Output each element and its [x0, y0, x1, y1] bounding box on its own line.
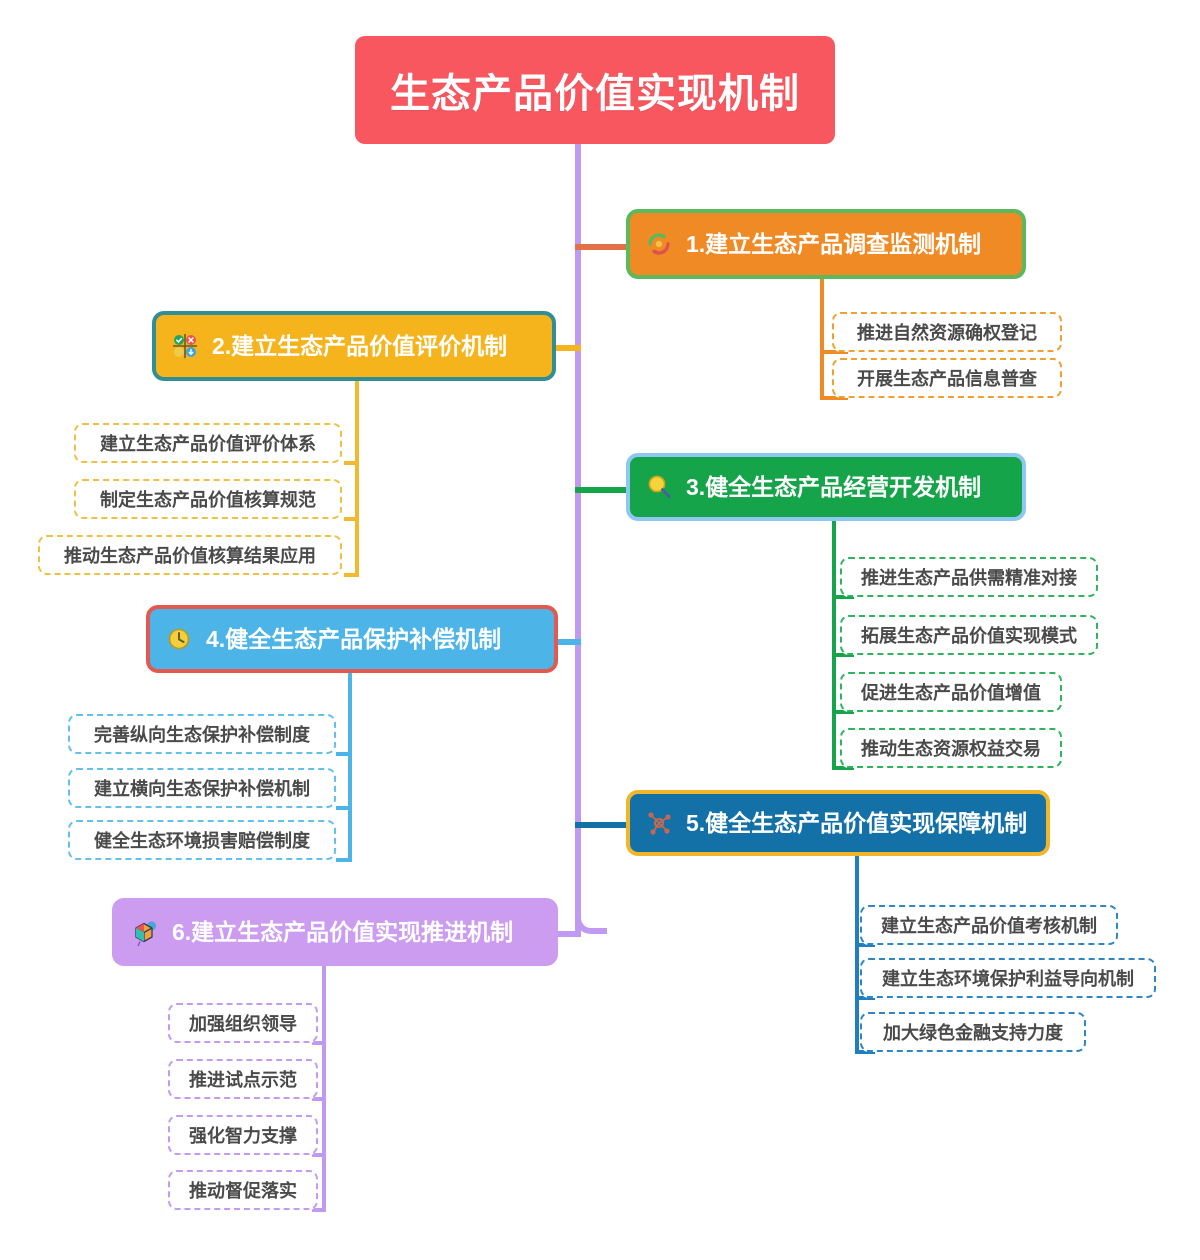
leaf-label: 完善纵向生态保护补偿制度: [94, 725, 310, 745]
leaf-node-b6-c1[interactable]: 加强组织领导: [168, 1003, 318, 1043]
connector-b3-vertical: [832, 518, 836, 768]
connector-b1-child-1: [820, 350, 848, 354]
connector-b1-vertical: [820, 276, 824, 400]
leaf-node-b1-c1[interactable]: 推进自然资源确权登记: [832, 312, 1062, 352]
leaf-node-b2-c2[interactable]: 制定生态产品价值核算规范: [74, 479, 342, 519]
leaf-label: 推进生态产品供需精准对接: [861, 568, 1077, 588]
branch-node-4[interactable]: 4.健全生态产品保护补偿机制: [146, 605, 558, 673]
connector-b6-child-4: [312, 1208, 326, 1212]
leaf-node-b5-c2[interactable]: 建立生态环境保护利益导向机制: [860, 958, 1156, 998]
leaf-node-b6-c4[interactable]: 推动督促落实: [168, 1170, 318, 1210]
connector-b4-child-2: [336, 806, 352, 810]
branch-label-4: 4.健全生态产品保护补偿机制: [206, 625, 502, 652]
spine-foot: [575, 898, 607, 934]
leaf-node-b2-c1[interactable]: 建立生态产品价值评价体系: [74, 423, 342, 463]
network-icon: [644, 808, 674, 838]
stub-branch-5: [575, 822, 635, 828]
leaf-label: 推动生态产品价值核算结果应用: [64, 546, 316, 566]
leaf-node-b3-c3[interactable]: 促进生态产品价值增值: [840, 672, 1062, 712]
branch-label-6: 6.建立生态产品价值实现推进机制: [172, 918, 514, 945]
leaf-label: 健全生态环境损害赔偿制度: [94, 831, 310, 851]
connector-b6-child-1: [312, 1041, 326, 1045]
leaf-node-b6-c3[interactable]: 强化智力支撑: [168, 1115, 318, 1155]
stub-branch-6: [548, 931, 581, 937]
leaf-label: 推动督促落实: [189, 1181, 297, 1201]
search-icon: [644, 472, 674, 502]
connector-b4-vertical: [348, 670, 352, 860]
leaf-node-b5-c1[interactable]: 建立生态产品价值考核机制: [860, 905, 1118, 945]
stub-branch-2: [548, 345, 581, 351]
leaf-label: 推进自然资源确权登记: [857, 323, 1037, 343]
leaf-node-b4-c1[interactable]: 完善纵向生态保护补偿制度: [68, 714, 336, 754]
leaf-label: 加大绿色金融支持力度: [883, 1023, 1063, 1043]
connector-b3-child-3: [832, 710, 854, 714]
branch-node-6[interactable]: 6.建立生态产品价值实现推进机制: [112, 898, 558, 966]
connector-b5-vertical: [855, 854, 859, 1054]
root-label: 生态产品价值实现机制: [390, 72, 800, 116]
branch-node-1[interactable]: 1.建立生态产品调查监测机制: [626, 209, 1026, 279]
leaf-label: 建立生态产品价值评价体系: [100, 434, 316, 454]
leaf-label: 推动生态资源权益交易: [861, 739, 1041, 759]
leaf-node-b3-c2[interactable]: 拓展生态产品价值实现模式: [840, 615, 1098, 655]
stub-branch-4: [548, 639, 581, 645]
stub-branch-3: [575, 487, 635, 493]
root-node[interactable]: 生态产品价值实现机制: [355, 36, 835, 144]
branch-node-3[interactable]: 3.健全生态产品经营开发机制: [626, 453, 1026, 521]
connector-b3-child-4: [832, 766, 854, 770]
branch-label-2: 2.建立生态产品价值评价机制: [212, 332, 508, 359]
branch-label-5: 5.健全生态产品价值实现保障机制: [686, 809, 1028, 836]
leaf-node-b2-c3[interactable]: 推动生态产品价值核算结果应用: [38, 535, 342, 575]
gift-box-icon: [130, 917, 160, 947]
central-spine: [575, 144, 581, 934]
connector-b6-child-2: [312, 1097, 326, 1101]
leaf-label: 制定生态产品价值核算规范: [100, 490, 316, 510]
connector-b6-vertical: [322, 962, 326, 1210]
clock-icon: [164, 624, 194, 654]
leaf-label: 开展生态产品信息普查: [857, 369, 1037, 389]
leaf-label: 拓展生态产品价值实现模式: [861, 626, 1077, 646]
leaf-node-b4-c2[interactable]: 建立横向生态保护补偿机制: [68, 768, 336, 808]
leaf-label: 加强组织领导: [189, 1014, 297, 1034]
leaf-node-b6-c2[interactable]: 推进试点示范: [168, 1059, 318, 1099]
leaf-node-b3-c4[interactable]: 推动生态资源权益交易: [840, 728, 1062, 768]
connector-b5-child-3: [855, 1050, 875, 1054]
branch-node-5[interactable]: 5.健全生态产品价值实现保障机制: [626, 790, 1050, 856]
stub-branch-1: [575, 244, 635, 250]
leaf-node-b5-c3[interactable]: 加大绿色金融支持力度: [860, 1012, 1086, 1052]
connector-b5-child-1: [855, 943, 875, 947]
connector-b4-child-3: [336, 858, 352, 862]
branch-label-3: 3.健全生态产品经营开发机制: [686, 473, 982, 500]
branch-node-2[interactable]: 2.建立生态产品价值评价机制: [152, 311, 556, 381]
connector-b3-child-2: [832, 653, 854, 657]
leaf-node-b3-c1[interactable]: 推进生态产品供需精准对接: [840, 557, 1098, 597]
connector-b2-vertical: [355, 377, 359, 577]
leaf-node-b4-c3[interactable]: 健全生态环境损害赔偿制度: [68, 820, 336, 860]
leaf-label: 强化智力支撑: [189, 1126, 297, 1146]
leaf-label: 建立生态环境保护利益导向机制: [882, 969, 1134, 989]
connector-b4-child-1: [336, 752, 352, 756]
grid-icon: [170, 331, 200, 361]
leaf-label: 促进生态产品价值增值: [861, 683, 1041, 703]
connector-b1-child-2: [820, 396, 848, 400]
leaf-label: 建立横向生态保护补偿机制: [94, 779, 310, 799]
connector-b5-child-2: [855, 996, 875, 1000]
connector-b2-child-2: [344, 517, 358, 521]
leaf-label: 推进试点示范: [189, 1070, 297, 1090]
leaf-label: 建立生态产品价值考核机制: [881, 916, 1097, 936]
connector-b6-child-3: [312, 1153, 326, 1157]
connector-b2-child-3: [344, 573, 358, 577]
leaf-node-b1-c2[interactable]: 开展生态产品信息普查: [832, 358, 1062, 398]
connector-b2-child-1: [344, 461, 358, 465]
recycle-icon: [644, 229, 674, 259]
connector-b3-child-1: [832, 595, 854, 599]
branch-label-1: 1.建立生态产品调查监测机制: [686, 230, 982, 257]
